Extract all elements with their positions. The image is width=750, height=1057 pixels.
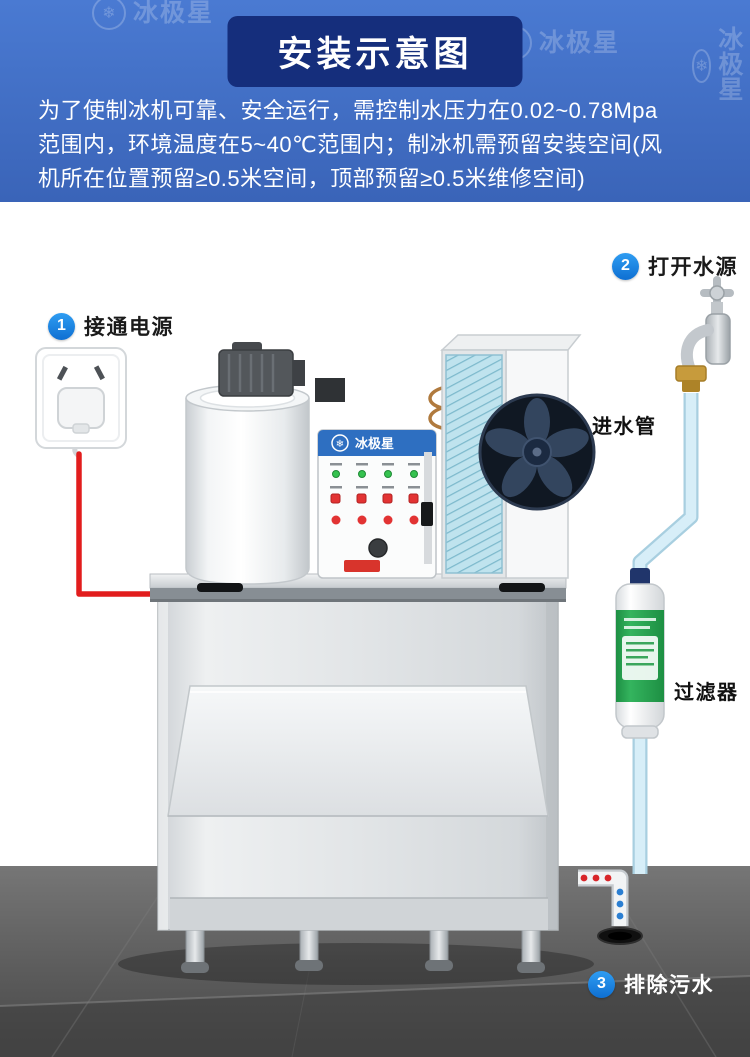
control-dial: [368, 538, 388, 558]
floor-drain-icon: [597, 927, 643, 945]
bin-handle-left: [197, 583, 243, 592]
panel-brand-logo: ❄ 冰极星: [331, 434, 394, 452]
power-plug-icon: [57, 387, 105, 434]
svg-text:冰极星: 冰极星: [355, 436, 394, 451]
control-panel: ❄ 冰极星: [315, 378, 437, 579]
installation-notes: 为了使制冰机可靠、安全运行，需控制水压力在0.02~0.78Mpa 范围内，环境…: [38, 94, 732, 196]
step-label: 接通电源: [84, 316, 174, 339]
step-number-badge: 2: [612, 252, 639, 280]
step-label: 打开水源: [648, 256, 738, 279]
filter-label: 过滤器: [674, 682, 739, 704]
inlet-pipe-label: 进水管: [592, 416, 657, 438]
power-switch: [421, 502, 433, 526]
step-number-badge: 3: [588, 970, 615, 998]
svg-text:❄: ❄: [336, 439, 344, 450]
machine-legs: [181, 927, 545, 973]
ice-machine-illustration: ❄ 冰极星: [149, 334, 596, 973]
note-line: 机所在位置预留≥0.5米空间，顶部预留≥0.5米维修空间): [38, 166, 586, 191]
faucet-icon: [675, 276, 734, 392]
counter-front: [150, 583, 566, 602]
page-title: 安装示意图: [227, 16, 523, 87]
evaporator-drum: [185, 384, 310, 585]
storage-bin: [157, 599, 559, 931]
condenser-fan-icon: [478, 393, 596, 511]
step-drain-waste: 3 排除污水: [588, 969, 714, 999]
indicator-lights: [330, 470, 419, 525]
warning-sticker: [344, 560, 380, 572]
condenser-unit: [440, 334, 596, 579]
note-line: 为了使制冰机可靠、安全运行，需控制水压力在0.02~0.78Mpa: [38, 98, 658, 123]
step-number-badge: 1: [48, 312, 75, 340]
machine-shadow: [118, 943, 594, 985]
step-connect-power: 1 接通电源: [48, 311, 174, 341]
gear-motor: [218, 342, 305, 397]
refrigerant-tubes: [428, 386, 449, 430]
step-label: 排除污水: [624, 974, 714, 997]
bin-handle-right: [499, 583, 545, 592]
drain-pipe: [578, 869, 629, 926]
power-cord: [72, 427, 171, 597]
step-open-water: 2 打开水源: [612, 251, 738, 281]
power-outlet-icon: [35, 347, 127, 449]
water-filter-icon: [615, 568, 665, 739]
note-line: 范围内，环境温度在5~40℃范围内；制冰机需预留安装空间(风: [38, 132, 663, 157]
